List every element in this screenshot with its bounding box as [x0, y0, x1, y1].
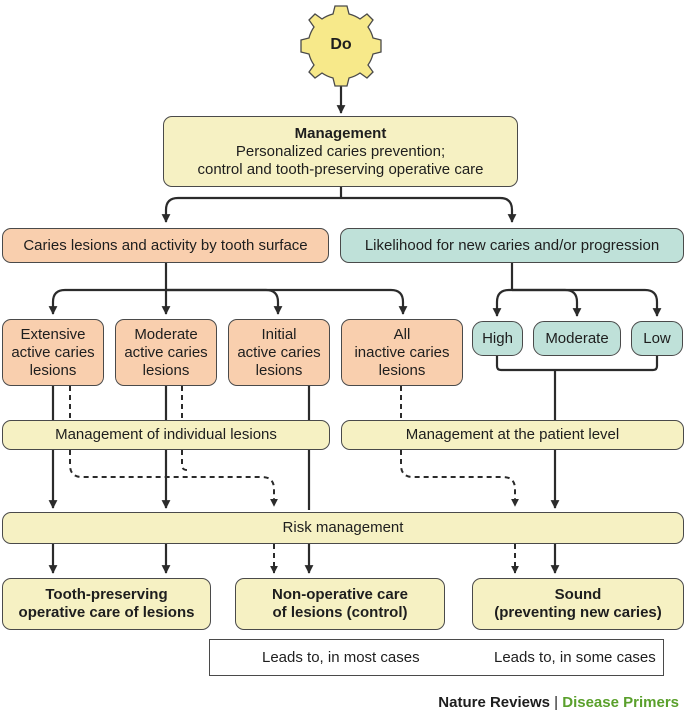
arrow-to-initial	[166, 288, 283, 315]
likelihood-header: Likelihood for new caries and/or progres…	[340, 228, 684, 263]
management-box: Management Personalized caries preventio…	[163, 116, 518, 187]
lesion-line: lesions	[255, 361, 303, 379]
risk-level-low: Low	[631, 321, 683, 356]
footer-separator: |	[554, 694, 559, 711]
gear-icon	[300, 5, 382, 87]
lesion-box-inactive: All inactive caries lesions	[341, 319, 463, 386]
legend: Leads to, in most cases Leads to, in som…	[209, 639, 664, 676]
lesion-line: active caries	[124, 343, 208, 361]
risk-level-moderate: Moderate	[533, 321, 621, 356]
individual-management-bar: Management of individual lesions	[2, 420, 330, 450]
risk-level-label: Low	[643, 329, 671, 347]
arrow-to-low	[512, 288, 662, 317]
lesion-line: lesions	[378, 361, 426, 379]
outcome-sound: Sound (preventing new caries)	[472, 578, 684, 630]
outcome-line1: Non-operative care	[272, 586, 408, 603]
outcome-line2: operative care of lesions	[18, 604, 195, 621]
arrow-to-high	[492, 288, 512, 317]
lesion-line: lesions	[29, 361, 77, 379]
risk-level-label: High	[482, 329, 513, 347]
likelihood-header-label: Likelihood for new caries and/or progres…	[364, 236, 660, 254]
management-line1: Personalized caries prevention;	[235, 142, 446, 160]
outcome-line2: of lesions (control)	[272, 604, 408, 621]
outcome-line1: Sound	[554, 586, 602, 603]
lesion-line: Moderate	[134, 325, 198, 343]
lesion-line: Initial	[261, 325, 297, 343]
footer-brand: Nature Reviews	[438, 694, 550, 711]
lesion-line: active caries	[11, 343, 95, 361]
lesion-line: All	[393, 325, 411, 343]
risk-level-high: High	[472, 321, 523, 356]
risk-level-label: Moderate	[545, 329, 609, 347]
lesion-line: inactive caries	[354, 343, 450, 361]
lesion-box-initial: Initial active caries lesions	[228, 319, 330, 386]
arrow-to-likelihood-header	[341, 196, 517, 223]
dashed-moderate-to-non-operative	[181, 386, 188, 471]
do-label: Do	[330, 36, 352, 53]
risk-management-label: Risk management	[282, 519, 404, 536]
arrow-to-lesions-header	[161, 196, 341, 223]
lesion-box-extensive: Extensive active caries lesions	[2, 319, 104, 386]
outcome-non-operative: Non-operative care of lesions (control)	[235, 578, 445, 630]
lesions-header-label: Caries lesions and activity by tooth sur…	[23, 236, 308, 254]
outcome-line1: Tooth-preserving	[45, 586, 168, 603]
publisher-footer: Nature Reviews | Disease Primers	[438, 694, 679, 711]
individual-management-label: Management of individual lesions	[55, 426, 277, 443]
lesion-line: active caries	[237, 343, 321, 361]
management-line2: control and tooth-preserving operative c…	[197, 160, 484, 178]
footer-series: Disease Primers	[562, 694, 679, 711]
outcome-line2: (preventing new caries)	[494, 604, 662, 621]
connector-risk-bracket	[495, 356, 659, 372]
management-title: Management	[294, 124, 387, 142]
arrow-to-extensive	[48, 288, 166, 315]
lesion-box-moderate: Moderate active caries lesions	[115, 319, 217, 386]
dashed-extensive-to-non-operative	[69, 386, 274, 506]
dashed-inactive-to-sound	[400, 386, 515, 506]
lesions-header: Caries lesions and activity by tooth sur…	[2, 228, 329, 263]
lesion-line: lesions	[142, 361, 190, 379]
lesion-line: Extensive	[20, 325, 86, 343]
legend-dashed-label: Leads to, in some cases	[494, 649, 656, 666]
risk-management-bar: Risk management	[2, 512, 684, 544]
arrow-to-risk-moderate	[512, 288, 582, 317]
do-gear: Do	[297, 2, 385, 90]
patient-management-bar: Management at the patient level	[341, 420, 684, 450]
legend-solid-label: Leads to, in most cases	[262, 649, 420, 666]
patient-management-label: Management at the patient level	[405, 426, 620, 443]
arrow-to-inactive	[166, 288, 408, 315]
outcome-tooth-preserving: Tooth-preserving operative care of lesio…	[2, 578, 211, 630]
